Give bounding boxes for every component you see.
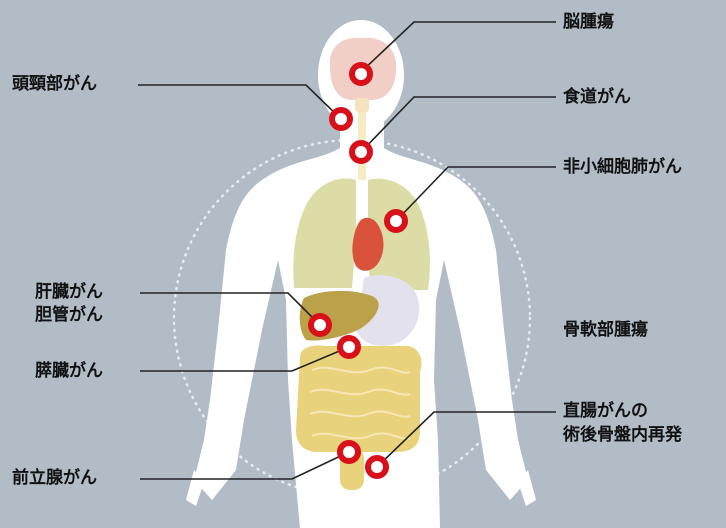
label-brain-tumor: 脳腫瘍 — [563, 12, 614, 33]
marker-prostate — [340, 443, 358, 461]
label-esophageal: 食道がん — [563, 87, 631, 108]
label-nsclc: 非小細胞肺がん — [563, 157, 682, 178]
leader-head-neck — [138, 85, 341, 119]
label-pancreatic: 膵臓がん — [35, 361, 103, 382]
marker-head-neck — [332, 110, 350, 128]
label-head-neck: 頭頸部がん — [12, 74, 97, 95]
label-rectal-line1: 直腸がんの — [563, 401, 648, 422]
marker-brain — [352, 65, 370, 83]
label-liver: 肝臓がん — [35, 282, 103, 303]
marker-esophageal — [352, 143, 370, 161]
marker-liver — [311, 316, 329, 334]
marker-nsclc — [387, 212, 405, 230]
label-prostate: 前立腺がん — [12, 468, 97, 489]
marker-rectal — [368, 458, 386, 476]
label-gallbladder: 胆管がん — [35, 305, 103, 326]
label-rectal-line2: 術後骨盤内再発 — [563, 425, 682, 446]
brain-stem — [355, 98, 369, 112]
label-bone-soft-tissue: 骨軟部腫瘍 — [563, 320, 648, 341]
marker-pancreatic — [340, 338, 358, 356]
